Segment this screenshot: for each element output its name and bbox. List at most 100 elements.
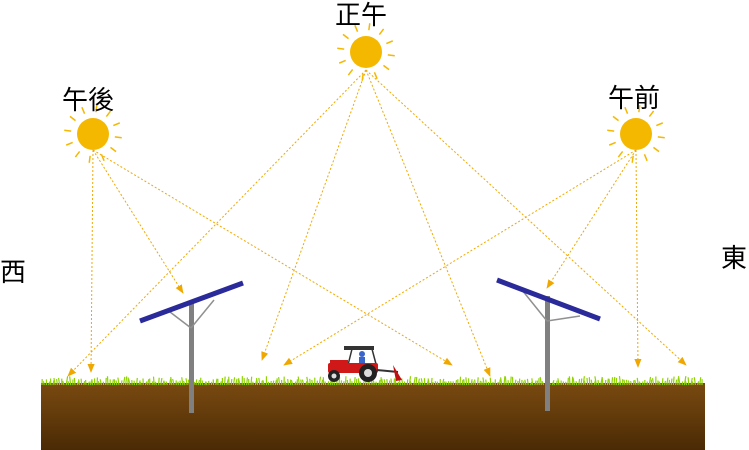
sun-icon xyxy=(64,105,122,163)
grass-blade xyxy=(415,376,418,386)
grass-blade xyxy=(514,379,517,386)
grass-blade xyxy=(638,381,641,386)
grass-blade xyxy=(634,379,637,386)
grass-blade xyxy=(693,377,696,386)
grass-blade xyxy=(567,377,569,386)
grass-blade xyxy=(300,379,303,386)
sunlight-rays xyxy=(67,69,687,377)
sun-ray xyxy=(114,136,122,139)
grass-blade xyxy=(617,381,620,386)
grass-blade xyxy=(147,379,150,386)
grass-blade xyxy=(575,381,578,386)
grass-blade xyxy=(677,377,680,386)
grass-blade xyxy=(419,381,421,386)
grass-blade xyxy=(578,378,581,386)
grass-blade xyxy=(485,379,487,386)
sun-disc xyxy=(620,118,652,150)
grass-blade xyxy=(232,377,236,386)
grass-blade xyxy=(473,379,476,386)
grass-blade xyxy=(290,379,294,386)
grass-blade xyxy=(499,379,501,386)
grass-blade xyxy=(413,376,416,386)
grass-blade xyxy=(258,377,261,386)
sun-ray xyxy=(383,64,390,71)
grass-blade xyxy=(510,376,512,386)
grass-blade xyxy=(272,380,275,386)
solar-panel-icon xyxy=(139,280,244,413)
grass-blade xyxy=(672,376,675,386)
sun-ray xyxy=(113,122,121,127)
grass-blade xyxy=(278,376,281,386)
grass-blade xyxy=(586,377,589,386)
grass-blade xyxy=(432,381,435,386)
sun-ray xyxy=(368,23,371,31)
grass-blade xyxy=(482,377,485,386)
grass xyxy=(41,375,703,386)
grass-blade xyxy=(197,379,201,386)
grass-blade xyxy=(138,380,141,386)
grass-blade xyxy=(524,379,527,386)
sun-ray xyxy=(342,33,349,40)
grass-blade xyxy=(390,378,393,386)
grass-blade xyxy=(677,376,681,386)
grass-blade xyxy=(87,381,91,386)
grass-blade xyxy=(78,379,80,386)
grass-blade xyxy=(568,376,571,386)
grass-blade xyxy=(479,380,482,386)
grass-blade xyxy=(636,377,639,386)
label-afternoon: 午後 xyxy=(62,86,115,116)
grass-blade xyxy=(687,377,690,386)
grass-blade xyxy=(62,380,65,386)
sun-ray xyxy=(378,28,385,35)
grass-blade xyxy=(117,377,120,386)
grass-blade xyxy=(327,381,330,386)
grass-blade xyxy=(151,381,154,386)
grass-blade xyxy=(455,380,458,386)
grass-blade xyxy=(318,376,322,386)
grass-blade xyxy=(420,378,424,386)
grass-blade xyxy=(165,381,168,386)
grass-blade xyxy=(606,378,609,386)
sun-ray xyxy=(624,106,629,114)
grass-blade xyxy=(172,378,175,386)
grass-blade xyxy=(489,377,492,386)
sun-ray xyxy=(69,115,76,122)
grass-blade xyxy=(552,381,556,386)
grass-blade xyxy=(73,377,76,386)
grass-blade xyxy=(136,377,138,386)
sun-icon xyxy=(337,23,395,81)
grass-blade xyxy=(48,381,51,386)
grass-blade xyxy=(378,379,381,386)
grass-blade xyxy=(274,380,278,386)
grass-blade xyxy=(237,378,240,386)
grass-blade xyxy=(122,376,126,386)
grass-blade xyxy=(445,381,448,386)
grass-blade xyxy=(235,378,238,386)
grass-blade xyxy=(604,379,607,386)
grass-blade xyxy=(219,381,222,386)
grass-blade xyxy=(83,380,86,386)
sun-ray xyxy=(64,129,72,132)
grass-blade xyxy=(238,379,241,386)
grass-blade xyxy=(353,376,356,386)
sun-ray xyxy=(100,154,105,162)
grass-blade xyxy=(230,378,233,386)
grass-blade xyxy=(255,377,259,386)
grass-blade xyxy=(42,381,45,386)
grass-blade xyxy=(394,378,397,386)
sun-ray xyxy=(373,72,378,80)
grass-blade xyxy=(539,376,542,386)
grass-blade xyxy=(417,378,421,386)
grass-blade xyxy=(158,377,160,386)
grass-blade xyxy=(383,379,386,386)
grass-blade xyxy=(297,376,300,386)
grass-blade xyxy=(226,379,229,386)
grass-blade xyxy=(541,380,545,386)
grass-blade xyxy=(450,381,452,386)
grass-blade xyxy=(613,376,616,386)
grass-blade xyxy=(597,380,600,386)
grass-blade xyxy=(99,379,102,386)
grass-blade xyxy=(106,376,109,386)
grass-blade xyxy=(499,377,503,386)
